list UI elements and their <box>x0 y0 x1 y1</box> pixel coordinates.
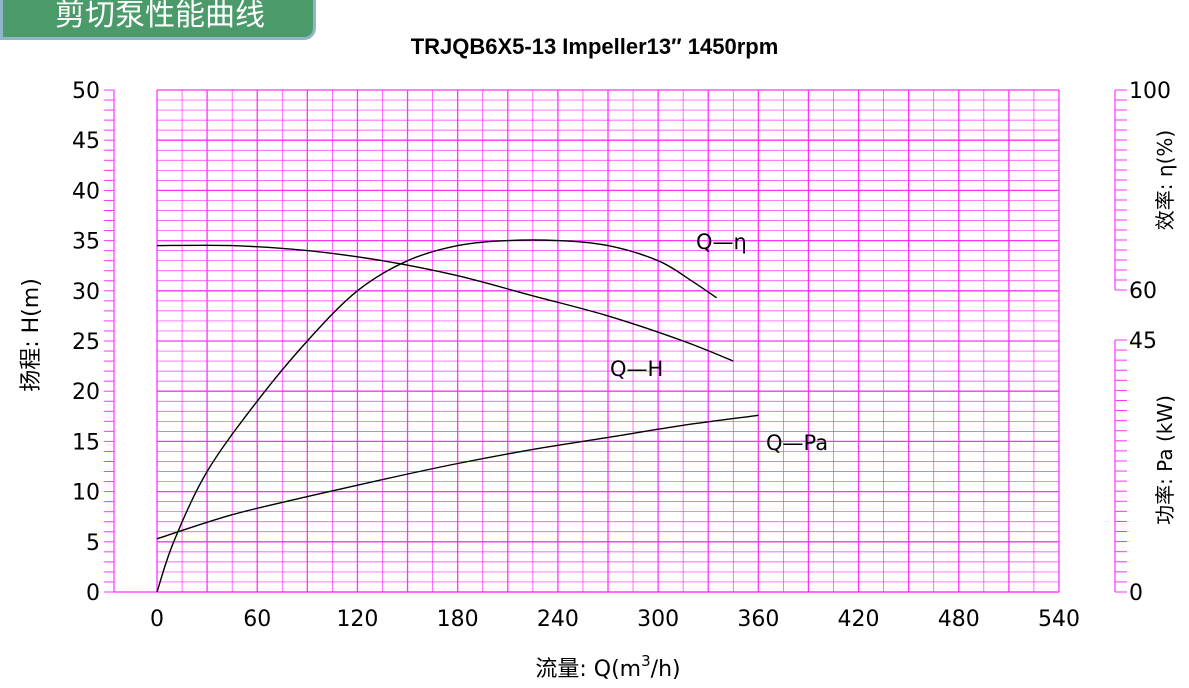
y-tick-label-head: 35 <box>72 230 100 255</box>
series-label-q-eta: Q—η <box>696 230 747 254</box>
y-tick-label-efficiency: 100 <box>1129 79 1171 104</box>
y-tick-label-head: 0 <box>86 581 100 606</box>
x-tick-label: 120 <box>336 607 378 632</box>
y-tick-label-head: 45 <box>72 129 100 154</box>
y-tick-label-head: 5 <box>86 531 100 556</box>
y-tick-label-head: 25 <box>72 330 100 355</box>
y-tick-label-head: 40 <box>72 179 100 204</box>
x-axis-label-prefix: 流量: Q(m <box>535 657 641 682</box>
y-tick-label-head: 15 <box>72 430 100 455</box>
series-line-q-eta <box>156 239 717 593</box>
y-tick-label-head: 20 <box>72 380 100 405</box>
x-axis-label-suffix: /h) <box>651 657 681 682</box>
series-label-q-pa: Q—Pa <box>766 431 828 455</box>
x-axis-label: 流量: Q(m3/h) <box>535 652 680 682</box>
y-axis-label-power: 功率: Pa (kW) <box>1153 395 1177 525</box>
y-tick-label-efficiency: 60 <box>1129 279 1157 304</box>
y-tick-label-head: 10 <box>72 481 100 506</box>
y-tick-label-head: 30 <box>72 280 100 305</box>
y-tick-label-power: 0 <box>1129 581 1143 606</box>
chart-title: TRJQB6X5-13 Impeller13″ 1450rpm <box>410 34 779 59</box>
x-tick-label: 420 <box>838 607 880 632</box>
x-tick-label: 240 <box>537 607 579 632</box>
x-tick-label: 180 <box>437 607 479 632</box>
y-axis-label-head: 扬程: H(m) <box>19 278 44 392</box>
y-tick-label-head: 50 <box>72 79 100 104</box>
x-tick-label: 0 <box>150 607 164 632</box>
y-axis-label-efficiency: 效率: η(%) <box>1153 130 1177 230</box>
series-label-q-h: Q—H <box>610 357 663 381</box>
x-tick-label: 300 <box>637 607 679 632</box>
y-tick-label-power: 45 <box>1129 329 1157 354</box>
x-axis-label-superscript: 3 <box>641 652 651 670</box>
x-tick-label: 60 <box>243 607 271 632</box>
x-tick-label: 360 <box>737 607 779 632</box>
x-tick-label: 540 <box>1038 607 1080 632</box>
x-tick-label: 480 <box>938 607 980 632</box>
series-line-q-h <box>156 244 734 362</box>
banner: 剪切泵性能曲线 <box>0 0 316 40</box>
series-line-q-pa <box>156 414 759 540</box>
